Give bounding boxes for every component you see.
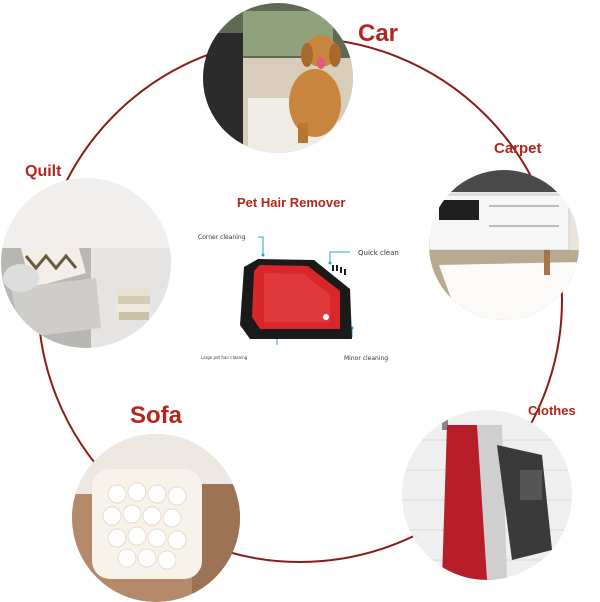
label-sofa: Sofa [130,402,183,429]
callout-large-hair-cleaning: Large pet hair cleaning [201,355,248,360]
product-title: Pet Hair Remover [237,195,346,210]
label-carpet: Carpet [494,140,542,157]
car-photo [203,3,353,153]
label-quilt: Quilt [25,163,62,180]
label-clothes: Clothes [528,403,576,418]
callout-quick-clean: Quick clean [358,249,399,257]
callout-minor-cleaning: Minor cleaning [344,355,389,362]
pet-hair-remover-tool [240,236,354,345]
label-car: Car [358,20,399,47]
clothes-photo [402,410,572,580]
carpet-photo [429,170,579,320]
quilt-photo [1,178,171,348]
sofa-photo [72,434,240,602]
callout-corner-cleaning: Corner cleaning [198,234,246,241]
